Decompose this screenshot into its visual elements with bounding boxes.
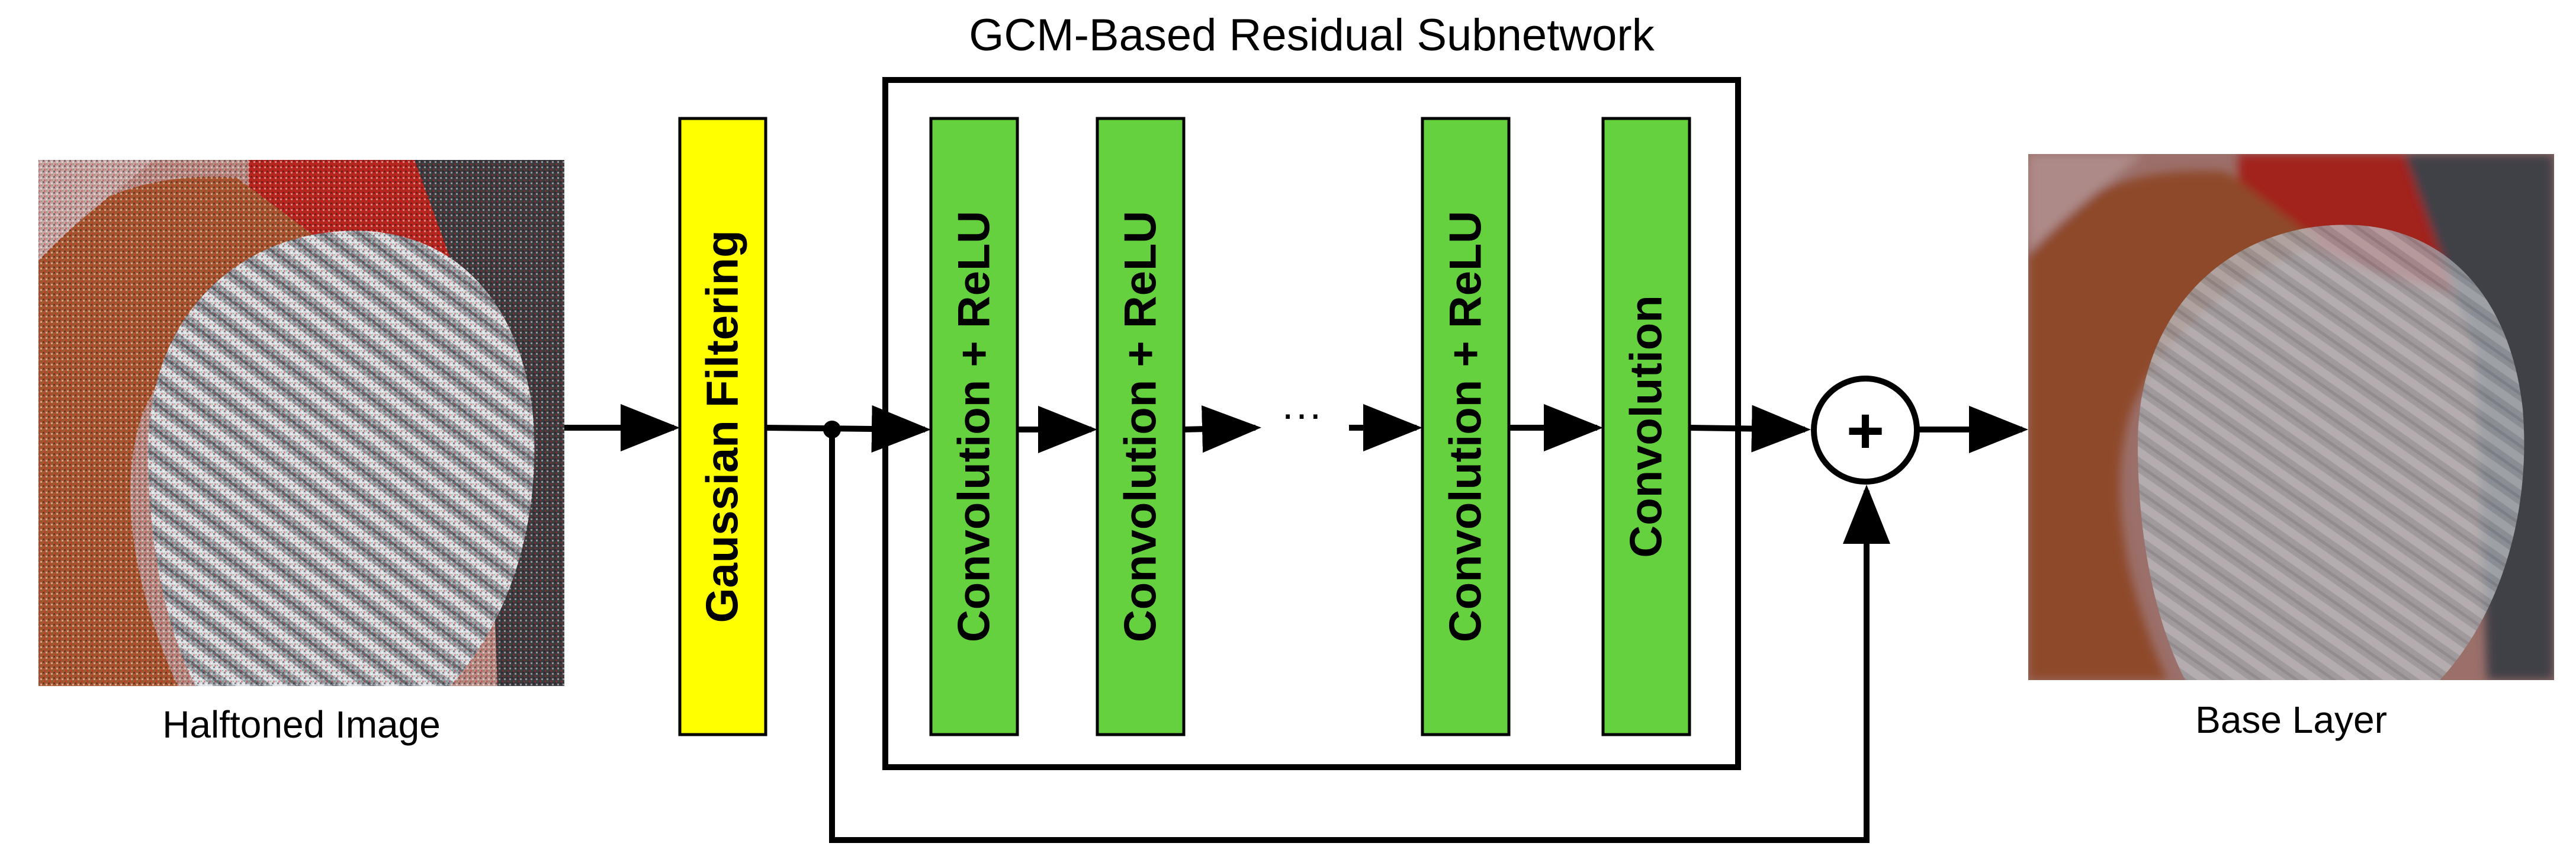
subnetwork-title: GCM-Based Residual Subnetwork: [969, 10, 1655, 60]
conv-relu-label-2: Convolution + ReLU: [1116, 211, 1166, 642]
ellipsis: ···: [1281, 390, 1322, 437]
arrow-conv2-to-ellipsis: [1183, 405, 1261, 453]
skip-connection: [829, 430, 1890, 843]
halftoned-image: [38, 160, 564, 686]
conv-block-final: [1601, 117, 1691, 736]
input-image-caption: Halftoned Image: [162, 703, 441, 746]
arrow-filter-to-conv1: [765, 405, 931, 453]
base-layer-image: [2028, 154, 2554, 680]
adder-node: [1811, 376, 1920, 485]
conv-relu-block-1: [929, 117, 1019, 736]
arrow-conv4-to-adder: [1689, 405, 1811, 453]
output-image-caption: Base Layer: [2195, 698, 2387, 741]
gaussian-filter-block: [678, 117, 767, 736]
adder-symbol: +: [1846, 395, 1884, 467]
gaussian-filter-label: Gaussian Filtering: [698, 230, 748, 623]
conv-relu-label-1: Convolution + ReLU: [949, 211, 1000, 642]
conv-relu-block-2: [1096, 117, 1186, 736]
conv-relu-block-3: [1421, 117, 1511, 736]
conv-label-final: Convolution: [1621, 295, 1672, 557]
conv-relu-label-3: Convolution + ReLU: [1441, 211, 1491, 642]
branch-point: [823, 421, 841, 438]
